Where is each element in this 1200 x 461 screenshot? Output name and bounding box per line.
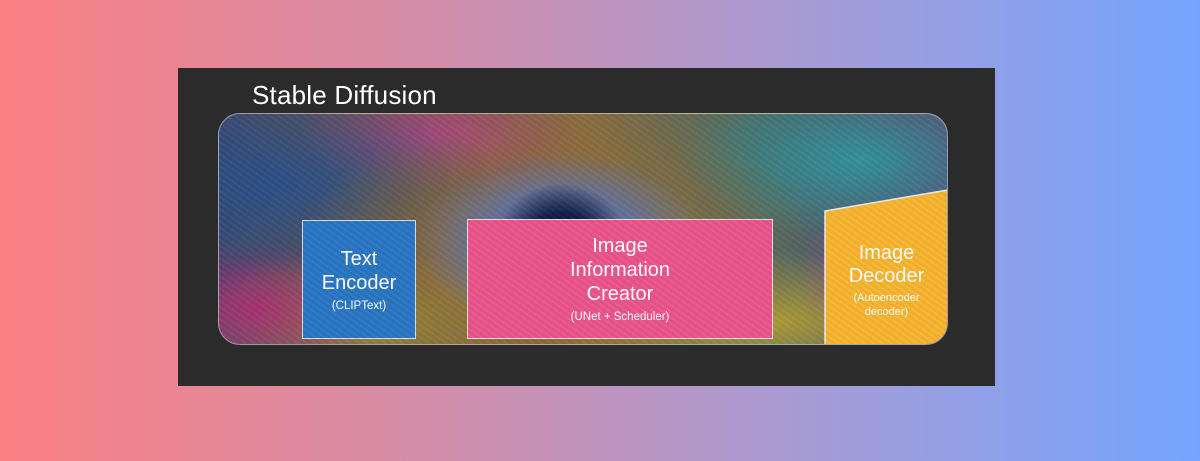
eye-background-image: Text Encoder (CLIPText) Image Informatio… <box>218 113 948 345</box>
image-information-creator-block: Image Information Creator (UNet + Schedu… <box>467 219 773 339</box>
diagram-title: Stable Diffusion <box>252 80 437 110</box>
image-information-creator-label: Image Information Creator <box>569 235 671 305</box>
image-decoder-label: Image Decoder <box>848 241 925 287</box>
diagram-panel: Stable Diffusion Text Encoder (CLIPText)… <box>178 68 995 386</box>
text-encoder-label: Text Encoder <box>321 247 397 294</box>
text-encoder-block: Text Encoder (CLIPText) <box>302 220 416 339</box>
image-decoder-block: Image Decoder (Autoencoder decoder) <box>824 189 947 344</box>
decoder-trapezoid-shape <box>824 189 947 344</box>
text-encoder-sublabel: (CLIPText) <box>331 299 387 312</box>
image-decoder-sublabel: (Autoencoder decoder) <box>853 291 920 318</box>
image-information-creator-sublabel: (UNet + Scheduler) <box>570 311 670 323</box>
